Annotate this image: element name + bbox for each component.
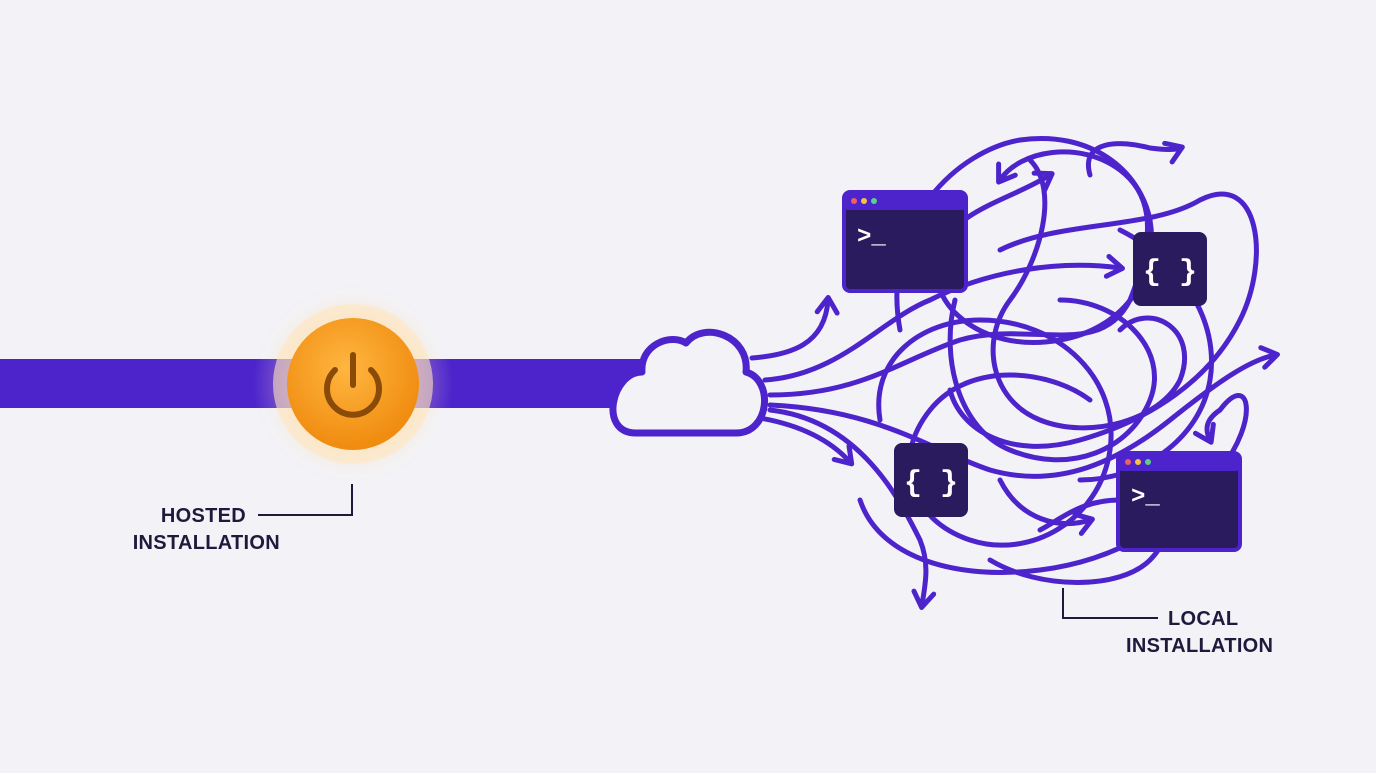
local-label-line2: INSTALLATION — [1126, 635, 1274, 657]
code-block-1: { } — [1133, 232, 1207, 306]
code-braces-1: { } — [1143, 256, 1197, 290]
local-label-line1: LOCAL — [1168, 608, 1239, 630]
power-icon — [324, 352, 382, 418]
hosted-label-connector — [258, 484, 353, 516]
code-braces-2: { } — [904, 467, 958, 501]
terminal-prompt-1: >_ — [857, 224, 886, 251]
hosted-label-line2: INSTALLATION — [132, 532, 280, 554]
terminal-window-1: >_ — [842, 190, 968, 293]
terminal-prompt-2: >_ — [1131, 484, 1160, 511]
power-button[interactable] — [253, 284, 453, 484]
local-label-connector — [1062, 588, 1158, 619]
hosted-label-line1: HOSTED — [160, 505, 246, 527]
hosted-installation-label: HOSTED INSTALLATION — [120, 503, 280, 557]
terminal-window-2: >_ — [1116, 451, 1242, 552]
code-block-2: { } — [894, 443, 968, 517]
cloud-icon — [609, 328, 769, 437]
local-installation-label: LOCAL INSTALLATION — [1126, 606, 1306, 660]
